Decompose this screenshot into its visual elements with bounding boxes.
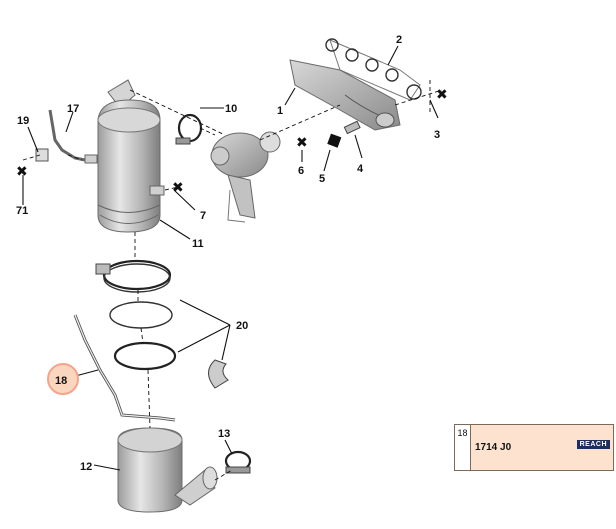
gasket-half-part (208, 359, 229, 389)
clamp-part-10 (175, 113, 203, 145)
catalytic-converter-part (84, 79, 165, 233)
part-reference: 1714 J0 (475, 442, 512, 453)
callout-17[interactable]: 17 (67, 103, 79, 115)
part-reference-box[interactable]: 18 1714 J0 REACH (454, 424, 614, 471)
exhaust-manifold-part (289, 59, 401, 131)
particulate-filter-part (117, 427, 218, 513)
callout-11[interactable]: 11 (192, 238, 204, 250)
callout-6[interactable]: 6 (298, 165, 304, 177)
clamp-part-13 (224, 450, 252, 474)
callout-13[interactable]: 13 (218, 428, 230, 440)
clamp-band-part (95, 259, 172, 293)
callout-5[interactable]: 5 (319, 173, 325, 185)
cross-mark-7: ✖ (172, 180, 184, 196)
callout-19[interactable]: 19 (17, 115, 29, 127)
callout-12[interactable]: 12 (80, 461, 92, 473)
highlight-circle-18[interactable] (47, 363, 79, 395)
cross-mark-71: ✖ (16, 164, 28, 180)
sensor-pipe-part (35, 109, 86, 162)
callout-1[interactable]: 1 (277, 105, 283, 117)
cross-mark-3: ✖ (436, 87, 448, 103)
callout-10[interactable]: 10 (225, 103, 237, 115)
item-number: 18 (455, 425, 471, 470)
nut-part (327, 133, 342, 148)
reach-badge: REACH (576, 440, 610, 449)
gasket-ring-part-a (109, 301, 173, 329)
callout-4[interactable]: 4 (357, 163, 364, 175)
stud-part (343, 120, 361, 135)
callout-20[interactable]: 20 (236, 320, 248, 332)
callout-2[interactable]: 2 (396, 34, 402, 46)
leader-lines (22, 45, 443, 481)
pipe-part-18 (73, 314, 176, 422)
gasket-ring-part-b (113, 341, 177, 371)
turbocharger-part (210, 131, 281, 223)
cross-mark-6: ✖ (296, 135, 308, 151)
callout-18[interactable]: 18 (55, 375, 67, 387)
callout-7[interactable]: 7 (200, 210, 206, 222)
callout-71[interactable]: 71 (16, 205, 28, 217)
callout-3[interactable]: 3 (434, 129, 440, 141)
